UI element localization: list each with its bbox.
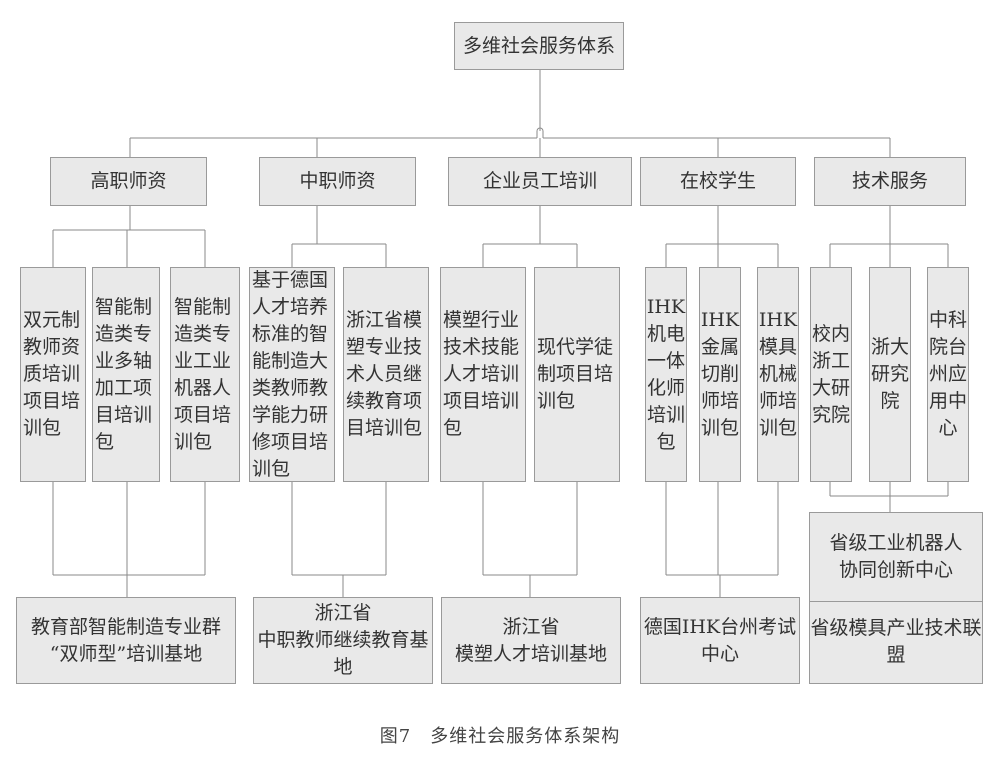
leaf-label: 智能制造类专业多轴加工项目培训包 bbox=[95, 295, 153, 453]
leaf-label: 双元制教师资质培训项目培训包 bbox=[23, 309, 81, 439]
merged-base-bottom-label: 省级模具产业技术联盟 bbox=[810, 617, 982, 666]
leaf-label: IHK 金属 切削 师培 训包 bbox=[700, 309, 740, 439]
category-label: 在校学生 bbox=[679, 170, 756, 192]
leaf-node: 模塑行业技术技能人才培训项目培训包 bbox=[440, 267, 526, 482]
base-label: 德国IHK台州考试中心 bbox=[643, 615, 797, 665]
merged-base-top-label: 省级工业机器人 协同创新中心 bbox=[829, 532, 963, 581]
leaf-label: IHK 模具 机械 师培 训包 bbox=[758, 309, 798, 439]
base-node: 浙江省 模塑人才培训基地 bbox=[441, 597, 621, 684]
leaf-node: 基于德国人才培养标准的智能制造大类教师教学能力研修项目培训包 bbox=[249, 267, 335, 482]
figure-caption: 图7 多维社会服务体系架构 bbox=[379, 726, 621, 747]
leaf-node: IHK 机电 一体 化师 培训 包 bbox=[645, 267, 687, 482]
base-node: 浙江省 中职教师继续教育基地 bbox=[253, 597, 433, 684]
leaf-label: 现代学徒制项目培训包 bbox=[537, 336, 614, 412]
leaf-label: IHK 机电 一体 化师 培训 包 bbox=[646, 295, 686, 453]
leaf-node: IHK 模具 机械 师培 训包 bbox=[757, 267, 799, 482]
leaf-node: IHK 金属 切削 师培 训包 bbox=[699, 267, 741, 482]
leaf-label: 中科 院台 州应 用中 心 bbox=[928, 309, 967, 439]
merged-base-node: 省级工业机器人 协同创新中心 省级模具产业技术联盟 bbox=[809, 512, 983, 684]
leaf-label: 浙江省模塑专业技术人员继续教育项目培训包 bbox=[346, 309, 423, 439]
base-label: 浙江省 中职教师继续教育基地 bbox=[257, 602, 429, 678]
leaf-node: 浙大 研究 院 bbox=[869, 267, 911, 482]
leaf-node: 中科 院台 州应 用中 心 bbox=[927, 267, 969, 482]
root-node: 多维社会服务体系 bbox=[454, 22, 624, 70]
category-label: 技术服务 bbox=[851, 170, 928, 192]
category-node-enterprise-staff-training: 企业员工培训 bbox=[448, 157, 632, 206]
leaf-label: 校内 浙工 大研 究院 bbox=[811, 322, 850, 426]
leaf-node: 双元制教师资质培训项目培训包 bbox=[20, 267, 86, 482]
leaf-label: 基于德国人才培养标准的智能制造大类教师教学能力研修项目培训包 bbox=[252, 268, 329, 480]
category-node-higher-vocational-teachers: 高职师资 bbox=[50, 157, 207, 206]
root-node-label: 多维社会服务体系 bbox=[462, 34, 615, 57]
leaf-label: 浙大 研究 院 bbox=[870, 336, 909, 412]
merged-base-bottom: 省级模具产业技术联盟 bbox=[810, 601, 982, 683]
leaf-node: 浙江省模塑专业技术人员继续教育项目培训包 bbox=[343, 267, 429, 482]
leaf-node: 智能制造类专业多轴加工项目培训包 bbox=[92, 267, 160, 482]
base-label: 教育部智能制造专业群 “双师型”培训基地 bbox=[30, 615, 221, 665]
base-node: 教育部智能制造专业群 “双师型”培训基地 bbox=[16, 597, 236, 684]
base-label: 浙江省 模塑人才培训基地 bbox=[454, 615, 607, 665]
base-node: 德国IHK台州考试中心 bbox=[640, 597, 800, 684]
category-node-technical-services: 技术服务 bbox=[814, 157, 966, 206]
category-label: 高职师资 bbox=[90, 170, 167, 192]
category-label: 中职师资 bbox=[299, 170, 376, 192]
category-node-secondary-vocational-teachers: 中职师资 bbox=[259, 157, 416, 206]
merged-base-top: 省级工业机器人 协同创新中心 bbox=[810, 513, 982, 601]
leaf-node: 校内 浙工 大研 究院 bbox=[810, 267, 852, 482]
leaf-label: 模塑行业技术技能人才培训项目培训包 bbox=[443, 309, 520, 439]
leaf-node: 智能制造类专业工业机器人项目培训包 bbox=[170, 267, 240, 482]
category-label: 企业员工培训 bbox=[482, 170, 597, 192]
leaf-node: 现代学徒制项目培训包 bbox=[534, 267, 620, 482]
category-node-students: 在校学生 bbox=[640, 157, 796, 206]
merged-base-divider bbox=[810, 601, 982, 602]
leaf-label: 智能制造类专业工业机器人项目培训包 bbox=[174, 295, 232, 453]
